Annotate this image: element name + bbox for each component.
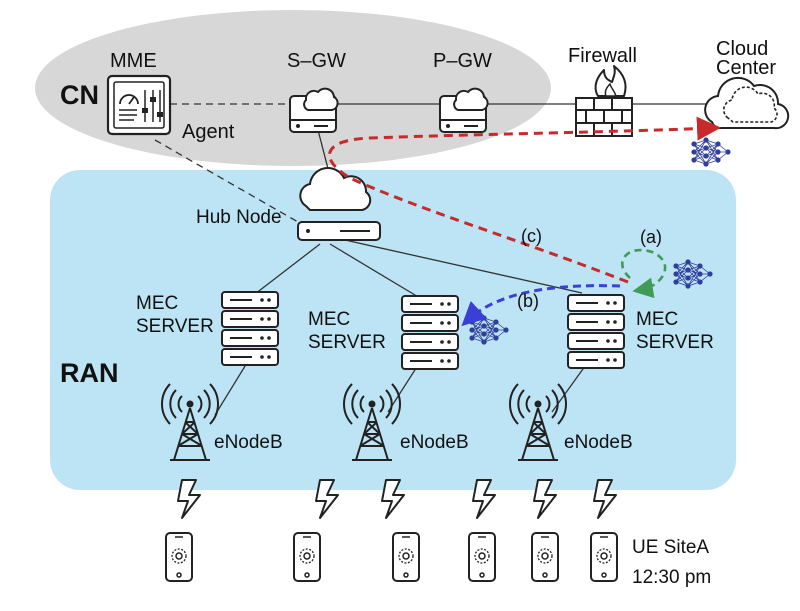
ue-phone-1-icon (165, 532, 193, 582)
offload-path-c (328, 116, 721, 284)
hub-node-icon (297, 167, 381, 241)
cloud-ai-model-icon (690, 136, 732, 168)
mme-hub-link (154, 139, 299, 223)
mec1-enb1-link (214, 357, 251, 416)
local-path-a (621, 248, 667, 299)
mec-server-2-label: MEC SERVER (308, 309, 386, 354)
ue-time-label: 12:30 pm (632, 567, 712, 588)
offload-path-b (461, 284, 621, 327)
ue-phone-4-icon (468, 532, 496, 582)
sgw-icon (289, 87, 339, 133)
cloud-center-icon (704, 76, 790, 130)
firewall-label: Firewall (568, 45, 637, 67)
enodeb-1-label: eNodeB (214, 432, 283, 453)
pgw-label: P–GW (433, 50, 492, 72)
agent-label: Agent (182, 121, 235, 143)
mec-server-3-label: MEC SERVER (636, 309, 714, 354)
sgw-label: S–GW (287, 50, 346, 72)
ue-phone-3-icon (392, 532, 420, 582)
ue-phone-6-icon (590, 532, 618, 582)
cloud-center-label: Cloud Center (716, 38, 777, 79)
path-b-label: (b) (517, 291, 539, 311)
hub-node-label: Hub Node (196, 207, 282, 228)
mme-device-icon (106, 74, 172, 136)
mme-label: MME (110, 50, 157, 72)
enodeb-2-label: eNodeB (400, 432, 469, 453)
path-a-label: (a) (640, 227, 662, 247)
ran-label: RAN (60, 358, 119, 388)
ue-phone-5-icon (531, 532, 559, 582)
path-c-label: (c) (521, 226, 542, 246)
ue-phone-2-icon (293, 532, 321, 582)
mec2-enb2-link (387, 361, 421, 413)
hub-mec2-link (329, 243, 421, 299)
cn-label: CN (60, 80, 99, 110)
ue-site-label: UE SiteA (632, 537, 710, 558)
mec-server-1-label: MEC SERVER (136, 293, 214, 338)
hub-mec1-link (254, 243, 321, 295)
enodeb-3-label: eNodeB (564, 432, 633, 453)
firewall-icon (575, 65, 633, 137)
hub-mec3-link (344, 239, 583, 294)
pgw-icon (439, 87, 489, 133)
